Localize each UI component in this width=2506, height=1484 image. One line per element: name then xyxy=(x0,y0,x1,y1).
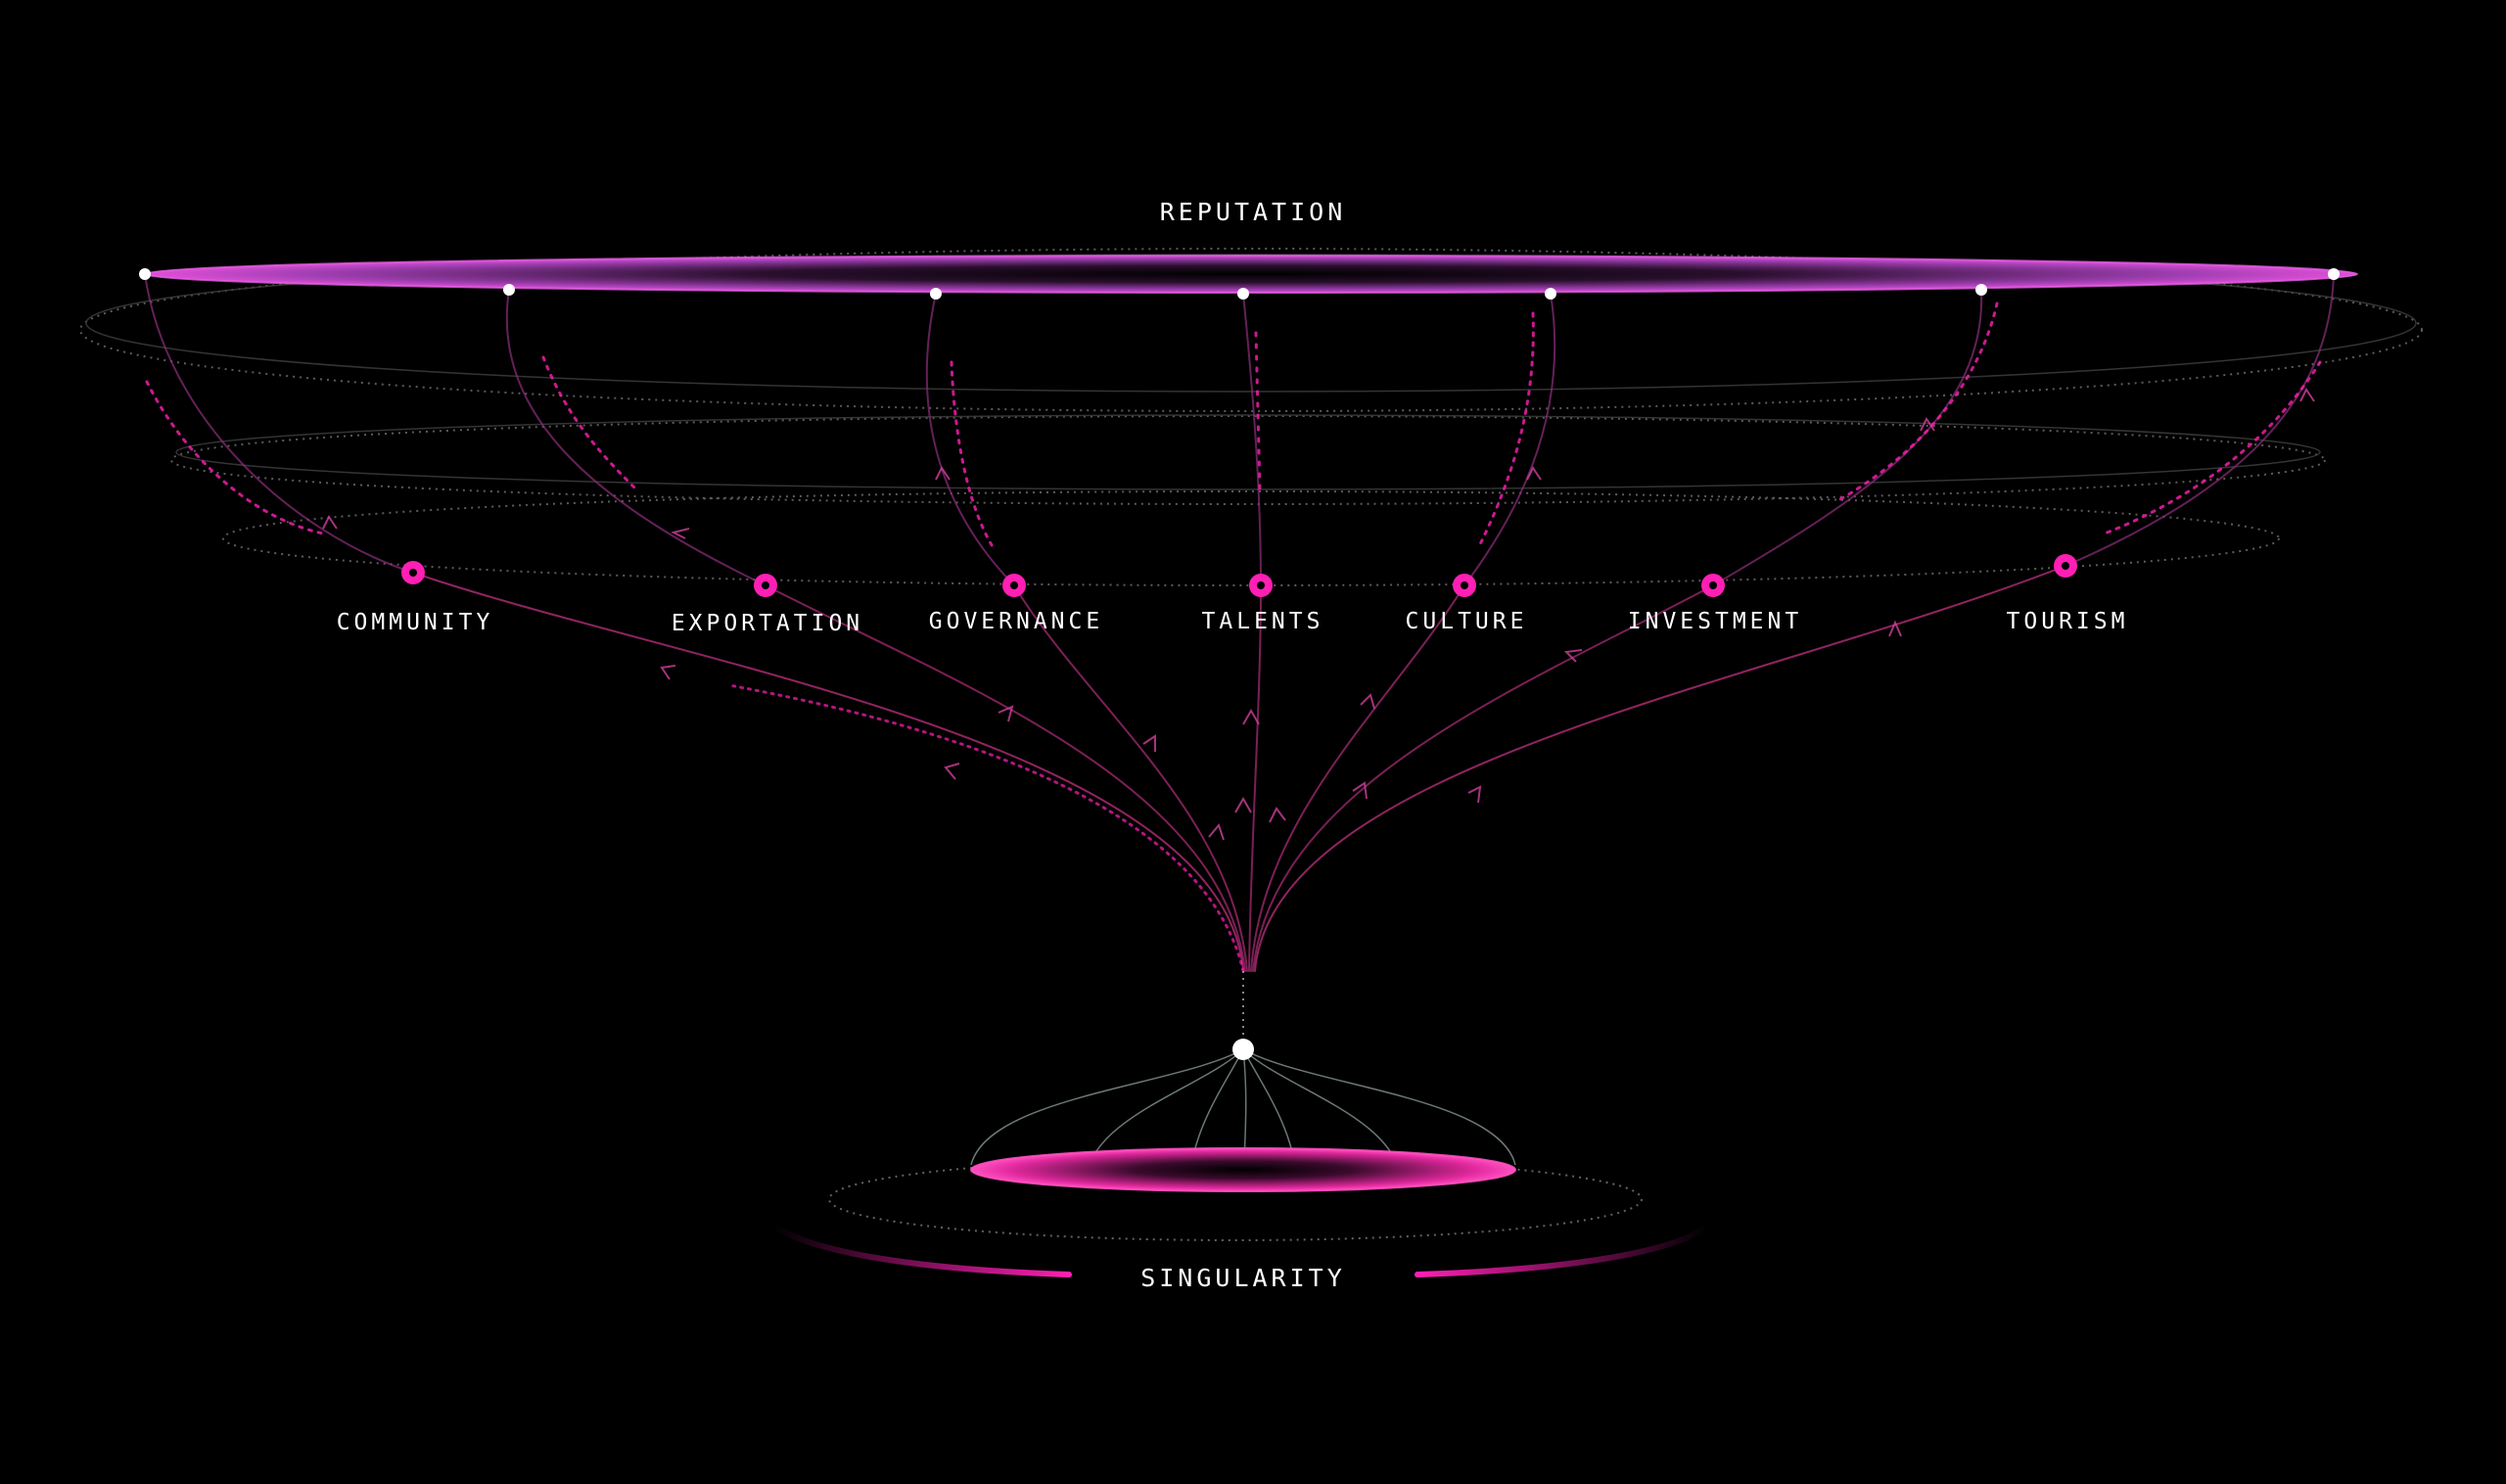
orbit-ring-shade-2 xyxy=(175,414,2321,490)
flow-arrow xyxy=(322,515,338,530)
orbit-ring-outer xyxy=(79,248,2423,412)
singularity-disc-rim xyxy=(970,1147,1516,1192)
curve-culture-lower xyxy=(1250,584,1465,972)
curve-governance-dash xyxy=(950,360,996,550)
flow-arrow xyxy=(1142,734,1156,752)
anchor-point xyxy=(2328,268,2340,280)
curve-exportation-dash xyxy=(541,355,638,491)
node-marker-core xyxy=(1010,581,1018,589)
fan-line xyxy=(1242,1048,1516,1166)
reputation-label: REPUTATION xyxy=(1160,198,1347,226)
curve-exportation-lower xyxy=(765,584,1246,972)
curve-community-upper xyxy=(144,273,414,574)
anchor-point xyxy=(1545,288,1556,300)
node-label-governance: GOVERNANCE xyxy=(929,609,1103,634)
curve-tourism-upper xyxy=(2065,273,2335,567)
node-marker-core xyxy=(409,569,417,577)
curve-talents-upper xyxy=(1242,293,1262,586)
node-label-talents: TALENTS xyxy=(1202,609,1324,634)
orbit-ring-middle xyxy=(170,415,2326,505)
flow-arrow xyxy=(660,665,676,680)
node-marker-core xyxy=(1257,581,1265,589)
flow-arrow xyxy=(1526,466,1542,481)
curve-tourism-lower xyxy=(1254,565,2066,972)
flow-arrow xyxy=(1467,785,1482,804)
flow-arrow xyxy=(1352,781,1368,800)
flow-arrow xyxy=(1563,649,1583,663)
anchor-point xyxy=(1975,284,1987,296)
curve-community-dash xyxy=(145,380,325,535)
anchor-point xyxy=(139,268,151,280)
node-label-culture: CULTURE xyxy=(1406,609,1528,634)
flow-arrow xyxy=(998,705,1014,722)
connection-curves xyxy=(144,273,2335,973)
flow-arrow xyxy=(1234,796,1252,813)
curve-investment-lower xyxy=(1252,584,1714,972)
fan-line xyxy=(970,1048,1244,1166)
flow-arrow xyxy=(2299,388,2315,402)
node-label-exportation: EXPORTATION xyxy=(672,611,863,636)
node-investment[interactable] xyxy=(1701,574,1725,597)
node-marker-core xyxy=(762,581,769,589)
flow-arrow xyxy=(671,528,690,539)
curve-talents-lower xyxy=(1248,584,1262,972)
singularity-arc-left xyxy=(770,1223,1072,1277)
singularity-arc-right xyxy=(1415,1223,1711,1277)
curve-governance-lower xyxy=(1013,584,1248,972)
node-labels: COMMUNITY EXPORTATION GOVERNANCE TALENTS… xyxy=(337,609,2129,636)
node-marker-core xyxy=(1461,581,1468,589)
node-community[interactable] xyxy=(401,561,425,584)
curve-community-return xyxy=(727,683,1245,973)
flow-arrow xyxy=(944,763,960,780)
anchor-point xyxy=(503,284,515,296)
flow-arrow xyxy=(1360,693,1375,710)
flow-arrow xyxy=(1888,620,1902,637)
orbit-rings xyxy=(79,248,2423,586)
reputation-anchors xyxy=(139,268,2340,300)
anchor-point xyxy=(930,288,942,300)
curve-community-lower xyxy=(412,572,1244,972)
orbit-ring-inner xyxy=(222,490,2280,586)
flow-arrow xyxy=(1208,822,1225,841)
curve-tourism-dash xyxy=(2103,360,2322,535)
curve-talents-dash xyxy=(1254,331,1262,491)
node-tourism[interactable] xyxy=(2054,554,2077,578)
node-markers xyxy=(401,554,2077,597)
curve-exportation-upper xyxy=(505,289,766,586)
root-node[interactable] xyxy=(1232,1039,1254,1060)
flow-arrows xyxy=(322,388,2315,841)
node-label-investment: INVESTMENT xyxy=(1628,609,1802,634)
flow-arrow xyxy=(935,466,951,481)
curve-culture-upper xyxy=(1463,293,1556,586)
node-label-community: COMMUNITY xyxy=(337,610,494,635)
node-exportation[interactable] xyxy=(754,574,777,597)
flow-arrow xyxy=(1269,807,1286,823)
curve-governance-upper xyxy=(925,293,1015,586)
anchor-point xyxy=(1237,288,1249,300)
curve-culture-dash xyxy=(1476,311,1535,550)
node-governance[interactable] xyxy=(1002,574,1026,597)
singularity-label: SINGULARITY xyxy=(1140,1264,1346,1292)
node-culture[interactable] xyxy=(1453,574,1476,597)
curve-investment-dash xyxy=(1838,301,1999,501)
node-marker-core xyxy=(1709,581,1717,589)
node-label-tourism: TOURISM xyxy=(2007,609,2129,634)
singularity-disc xyxy=(971,1148,1515,1191)
node-talents[interactable] xyxy=(1249,574,1273,597)
node-marker-core xyxy=(2062,562,2069,570)
singularity-outer-ring xyxy=(828,1157,1643,1241)
reputation-disc xyxy=(145,255,2357,293)
curve-investment-upper xyxy=(1712,289,1983,586)
flow-arrow xyxy=(1920,417,1935,432)
flow-arrow xyxy=(1242,708,1260,725)
